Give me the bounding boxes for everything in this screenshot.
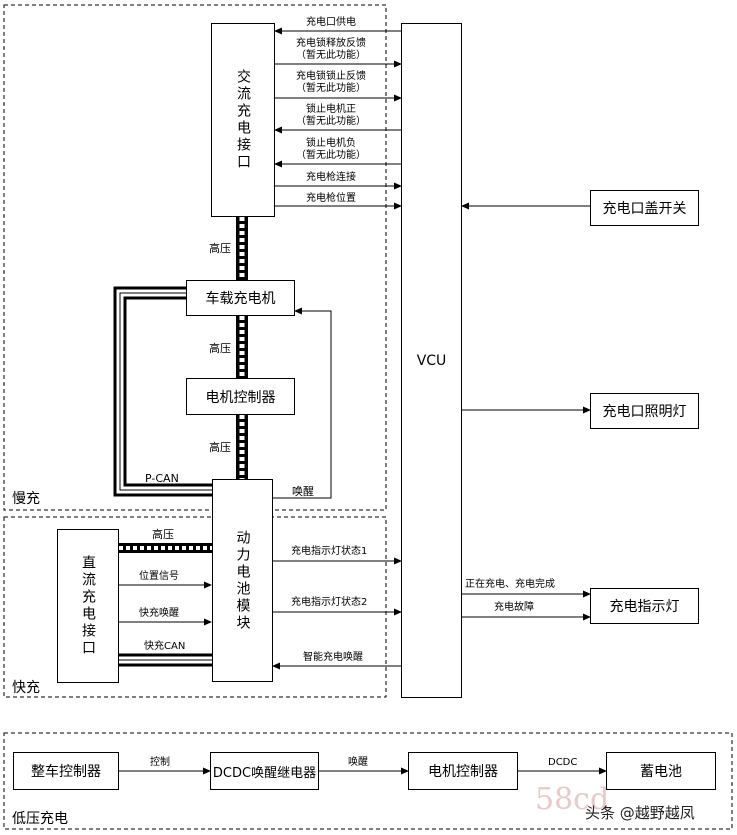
charge-port-light: 充电口照明灯 (590, 393, 699, 429)
dc-charge-port-label: 直流充电接口 (80, 555, 96, 657)
onboard-charger: 车载充电机 (186, 280, 295, 316)
pcan-bus (113, 286, 212, 497)
label-charge-fault: 充电故障 (494, 602, 534, 613)
label-lock-lock-2: （暂无此功能） (296, 83, 366, 94)
label-charging-done: 正在充电、充电完成 (465, 579, 555, 590)
charge-port-cover-switch-label: 充电口盖开关 (602, 201, 687, 217)
vcu-label: VCU (416, 352, 447, 369)
label-wakeup: 唤醒 (348, 757, 368, 768)
label-pcan: P-CAN (145, 472, 179, 485)
low-voltage-frame (3, 732, 733, 830)
label-control: 控制 (150, 757, 170, 768)
label-fast-wake: 快充唤醒 (139, 608, 179, 619)
label-lock-release-1: 充电锁释放反馈 (296, 38, 366, 49)
label-ind-state-1: 充电指示灯状态1 (291, 546, 368, 557)
vehicle-controller-label: 整车控制器 (31, 764, 101, 780)
ac-charge-port-label: 交流充电接口 (235, 69, 251, 171)
label-gun-connect: 充电枪连接 (306, 172, 356, 183)
label-gun-position: 充电枪位置 (306, 193, 356, 204)
label-hv-1: 高压 (209, 242, 231, 255)
label-lock-neg-1: 锁止电机负 (306, 138, 356, 149)
label-port-power: 充电口供电 (306, 17, 356, 28)
charge-indicator: 充电指示灯 (590, 588, 699, 624)
slow-charge-frame (3, 4, 387, 511)
vcu: VCU (401, 23, 462, 698)
aux-battery-label: 蓄电池 (640, 764, 682, 780)
onboard-charger-label: 车载充电机 (205, 291, 276, 307)
hv-link-dc-battery (119, 543, 212, 553)
label-ind-state-2: 充电指示灯状态2 (291, 597, 368, 608)
charge-port-cover-switch: 充电口盖开关 (590, 190, 699, 226)
lv-motor-controller: 电机控制器 (408, 752, 518, 790)
lv-motor-controller-label: 电机控制器 (428, 764, 498, 780)
label-hv-2: 高压 (209, 342, 231, 355)
label-hv-3: 高压 (209, 441, 231, 454)
wake-line (272, 307, 332, 499)
motor-controller: 电机控制器 (186, 378, 295, 415)
charge-port-light-label: 充电口照明灯 (602, 404, 687, 420)
label-fast-can: 快充CAN (144, 641, 186, 652)
label-lock-lock-1: 充电锁锁止反馈 (296, 71, 366, 82)
hv-link-motor-battery (236, 415, 248, 479)
label-smart-wake: 智能充电唤醒 (303, 652, 363, 663)
battery-module: 动力电池模块 (212, 479, 273, 682)
charge-indicator-label: 充电指示灯 (609, 599, 680, 615)
dcdc-wake-relay: DCDC唤醒继电器 (210, 752, 319, 790)
dcdc-wake-relay-label: DCDC唤醒继电器 (212, 765, 317, 781)
vehicle-controller: 整车控制器 (13, 752, 119, 790)
label-lock-pos-1: 锁止电机正 (306, 104, 356, 115)
watermark: 58cd (535, 782, 610, 817)
label-lock-neg-2: （暂无此功能） (296, 150, 366, 161)
dc-charge-port: 直流充电接口 (57, 529, 119, 683)
motor-controller-label: 电机控制器 (205, 389, 276, 406)
section-slow-charge: 慢充 (12, 491, 40, 507)
hv-link-obc-motor (236, 316, 248, 378)
label-lock-release-2: （暂无此功能） (296, 50, 366, 61)
label-lock-pos-2: （暂无此功能） (296, 116, 366, 127)
label-wake: 唤醒 (292, 485, 314, 498)
label-pos-signal: 位置信号 (139, 571, 179, 582)
fast-charge-frame (3, 516, 387, 698)
ac-charge-port: 交流充电接口 (211, 23, 275, 217)
aux-battery: 蓄电池 (606, 752, 716, 790)
credit-text: 头条 @越野越凤 (585, 804, 695, 822)
section-low-voltage: 低压充电 (12, 811, 68, 827)
hv-link-ac-obc (236, 217, 248, 280)
section-fast-charge: 快充 (12, 680, 40, 696)
label-hv-dc: 高压 (152, 528, 174, 541)
label-dcdc: DCDC (548, 757, 578, 768)
fast-can-bus (119, 653, 212, 667)
battery-module-label: 动力电池模块 (234, 529, 251, 632)
